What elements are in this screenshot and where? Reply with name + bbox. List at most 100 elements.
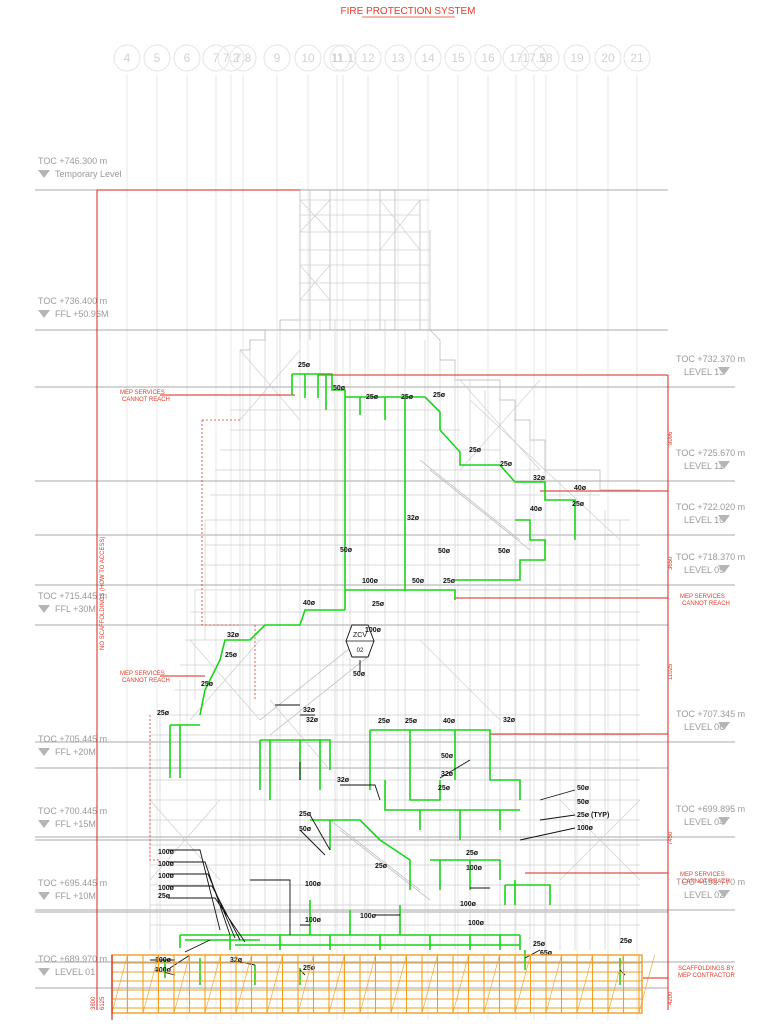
grid-label: 17.5 [522, 51, 546, 65]
grid-label: 14 [421, 51, 435, 65]
grid-label: 9 [274, 51, 281, 65]
level-name-left: FFL +10M [55, 891, 96, 901]
pipe-size-labels: 25ø 50ø 25ø 25ø 25ø 32ø 50ø 25ø 25ø 32ø 40ø 25ø 40ø 5… [155, 362, 633, 974]
pipe-size-label: 25ø [375, 863, 388, 870]
pipe-size-label: 25ø [298, 362, 311, 369]
level-marker-icon [38, 170, 50, 178]
level-marker-icon [38, 892, 50, 900]
scaffold-brace [173, 954, 190, 1014]
pipe-size-label: 50ø [333, 385, 346, 392]
scaffold-brace [483, 954, 500, 1014]
grid-label: 5 [154, 51, 161, 65]
valve-name: ZCV [353, 632, 367, 639]
pipe-size-label: 100ø [365, 627, 382, 634]
pipe-size-label: 100ø [577, 825, 594, 832]
pipe-size-label: 100ø [468, 920, 485, 927]
pipe-size-label: 100ø [360, 913, 377, 920]
level-name-left: FFL +15M [55, 819, 96, 829]
grid-label: 4 [124, 51, 131, 65]
pipe-size-label: 40ø [443, 718, 456, 725]
pipe-size-label: 25ø [225, 652, 238, 659]
level-toc-left: TOC +700.445 m [38, 806, 107, 816]
scaffold-brace [142, 954, 159, 1014]
level-toc-right: TOC +732.370 m [676, 354, 745, 364]
dimension-left-2: 3800 [91, 996, 97, 1010]
valve-number: 02 [357, 648, 364, 654]
scaffold-brace [514, 954, 531, 1014]
pipe-size-label: 40ø [530, 506, 543, 513]
mep-note-3-line2: CANNOT REACH [682, 601, 730, 607]
pipe-size-label: 50ø [438, 548, 451, 555]
pipe-size-label: 25ø [500, 461, 513, 468]
level-toc-left: TOC +705.445 m [38, 734, 107, 744]
grid-bubble [202, 44, 230, 72]
pipe-size-label: 25ø [401, 394, 414, 401]
pipe-label-leaders [150, 660, 626, 976]
scaffold-brace [328, 954, 345, 1014]
level-name-right: LEVEL 11 [684, 461, 724, 471]
grid-label: 11.1 [332, 51, 355, 65]
level-marker-icon [718, 461, 730, 469]
pipe-size-label: 32ø [306, 717, 319, 724]
grid-label: 16 [481, 51, 495, 65]
grid-bubble [354, 44, 382, 72]
grid-label: 18 [539, 51, 553, 65]
grid-label: 7.2 [223, 51, 240, 65]
pipe-size-label: 32ø [533, 475, 546, 482]
grid-label: 11 [331, 51, 344, 65]
level-name-left: Temporary Level [55, 169, 122, 179]
pipe-size-label: 25ø [372, 601, 385, 608]
level-toc-left: TOC +736.400 m [38, 296, 107, 306]
pipe-size-label: 25ø [157, 710, 170, 717]
pipe-size-label: 50ø [340, 547, 353, 554]
pipe-size-label: 40ø [574, 485, 587, 492]
grid-bubble [323, 44, 351, 72]
grid-bubble [143, 44, 171, 72]
grid-bubble [520, 44, 548, 72]
pipe-size-label: 25ø [405, 718, 418, 725]
pipe-size-label: 32ø [227, 632, 240, 639]
pipe-size-label: 50ø [441, 753, 454, 760]
grid-bubble [113, 44, 141, 72]
scaffold-brace [235, 954, 252, 1014]
mep-note-1-line1: MEP SERVICES [120, 390, 165, 396]
mep-note-2-line2: CANNOT REACH [122, 678, 170, 684]
level-toc-left: TOC +689.970 m [38, 954, 107, 964]
grid-label: 10 [301, 51, 315, 65]
level-toc-left: TOC +746.300 m [38, 156, 107, 166]
pipe-size-label: 100ø [158, 849, 175, 856]
scaffold-frame [111, 954, 643, 1014]
pipe-size-label: 25ø [299, 811, 312, 818]
scaffold-brace [266, 954, 283, 1014]
pipe-size-label: 100ø [460, 901, 477, 908]
pipe-size-label: 50ø [577, 785, 590, 792]
mep-note-1-line2: CANNOT REACH [122, 397, 170, 403]
grid-bubble [414, 44, 442, 72]
level-marker-icon [718, 565, 730, 573]
fire-pipe-network [164, 373, 621, 985]
vertical-access-note: NO SCAFFOLDINGS (HOW TO ACCESS) [100, 537, 106, 650]
pipe-size-label: 100ø [305, 917, 322, 924]
scaffold-brace [452, 954, 469, 1014]
pipe-size-label: 25ø [572, 501, 585, 508]
level-toc-right: TOC +693.770 m [676, 877, 745, 887]
scaffold-brace [421, 954, 438, 1014]
pipe-size-label: 25ø [443, 578, 456, 585]
red-notes: MEP SERVICES CANNOT REACH MEP SERVICES C… [100, 390, 735, 979]
grid-label: 19 [570, 51, 584, 65]
pipe-size-label: 32ø [441, 771, 454, 778]
level-marker-icon [718, 890, 730, 898]
level-name-left: FFL +20M [55, 747, 96, 757]
grid-bubble [217, 44, 245, 72]
scaffolding-note-line1: SCAFFOLDINGS BY [678, 966, 734, 972]
level-marker-icon [38, 820, 50, 828]
pipe-size-label: 50ø [577, 799, 590, 806]
pipe-size-label: 25ø [438, 785, 451, 792]
dimension-right-1: 8096 [668, 431, 674, 445]
level-toc-right: TOC +707.345 m [676, 709, 745, 719]
level-marker-icon [718, 722, 730, 730]
mep-note-2-line1: MEP SERVICES [120, 671, 165, 677]
